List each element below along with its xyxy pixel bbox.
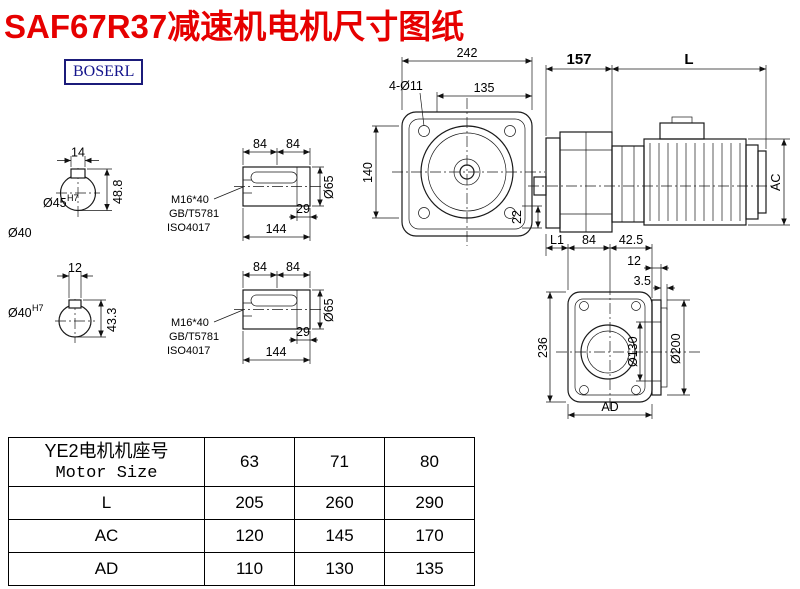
value-AC-63: 120 [204,519,295,553]
header-size-63: 63 [204,437,295,487]
shaft-section-view-2: 12 43.3 Ø40 H7 [8,261,119,343]
dim-29-1: 29 [296,202,310,216]
dim-29-2: 29 [296,325,310,339]
table-row-AC: AC 120 145 170 [8,519,475,553]
label-bore-tolerance-1: H7 [67,193,79,203]
value-AD-80: 135 [384,552,475,586]
dim-AD: AD [601,400,618,414]
table-header-row: YE2电机机座号 Motor Size 63 71 80 [8,437,475,487]
brand-logo: BOSERL [64,59,144,85]
label-bore-tolerance-2: H7 [32,303,44,313]
dim-84a-2: 84 [253,260,267,274]
dim-dia200: Ø200 [669,333,683,364]
row-label-AD: AD [8,552,205,586]
dim-135: 135 [474,81,495,95]
gearbox-bottom-view: L1 84 42.5 12 3.5 Ø130 Ø200 236 AD [536,233,702,419]
value-L-63: 205 [204,486,295,520]
dim-144-2: 144 [266,345,287,359]
dim-84-bottom: 84 [582,233,596,247]
header-size-71: 71 [294,437,385,487]
dim-12-bottom: 12 [627,254,641,268]
header-motor-size-cn: YE2电机机座号 [44,441,169,461]
dim-dia65-2: Ø65 [322,298,336,322]
dim-84b-2: 84 [286,260,300,274]
dim-157: 157 [566,51,591,68]
dim-144-1: 144 [266,222,287,236]
label-standard1-2: GB/T5781 [169,331,219,343]
dim-84a-1: 84 [253,137,267,151]
label-bore-1: Ø45 [43,196,67,210]
header-size-80: 80 [384,437,475,487]
dim-42-5: 42.5 [619,233,643,247]
dim-3-5: 3.5 [634,274,651,288]
label-outer-diameter-1: Ø40 [8,226,32,240]
value-L-80: 290 [384,486,475,520]
header-motor-size-en: Motor Size [55,464,158,483]
dim-22: 22 [510,210,524,224]
dim-keyway-width-1: 14 [71,146,85,160]
value-AD-63: 110 [204,552,295,586]
table-row-L: L 205 260 290 [8,486,475,520]
value-AD-71: 130 [294,552,385,586]
gearbox-front-view: 242 135 4-Ø11 140 22 [361,46,545,246]
table-row-AD: AD 110 130 135 [8,552,475,586]
value-AC-71: 145 [294,519,385,553]
dim-keyway-depth-2: 43.3 [105,308,119,332]
motor-dimension-table: YE2电机机座号 Motor Size 63 71 80 L 205 260 2… [8,437,475,586]
page-title: SAF67R37减速机电机尺寸图纸 [4,8,465,45]
dim-keyway-width-2: 12 [68,261,82,275]
shaft-end-view-2: 84 84 29 144 Ø65 M16*40 GB/T5781 ISO4017 [167,260,336,364]
shaft-end-view-1: 84 84 29 144 Ø65 M16*40 GB/T5781 ISO4017 [167,137,336,241]
dim-242: 242 [457,46,478,60]
shaft-section-view-1: 14 48.8 Ø45 H7 Ø40 [8,146,125,241]
dim-dia65-1: Ø65 [322,175,336,199]
dim-236: 236 [536,337,550,358]
dim-140: 140 [361,162,375,183]
label-standard2-2: ISO4017 [167,345,210,357]
label-standard2-1: ISO4017 [167,222,210,234]
header-motor-size-cell: YE2电机机座号 Motor Size [8,437,205,487]
label-bolt-2: M16*40 [171,317,209,329]
value-L-71: 260 [294,486,385,520]
dim-L1: L1 [550,233,564,247]
brand-logo-text: BOSERL [73,63,135,80]
label-standard1-1: GB/T5781 [169,208,219,220]
dim-AC: AC [769,174,783,191]
label-bore-2: Ø40 [8,306,32,320]
row-label-AC: AC [8,519,205,553]
row-label-L: L [8,486,205,520]
dim-keyway-depth-1: 48.8 [111,180,125,204]
label-bolt-1: M16*40 [171,194,209,206]
dim-L: L [684,51,693,68]
label-bolt-holes: 4-Ø11 [389,79,423,93]
dim-84b-1: 84 [286,137,300,151]
gearbox-motor-side-view: 157 L AC [528,51,790,233]
dim-dia130: Ø130 [626,336,640,367]
value-AC-80: 170 [384,519,475,553]
technical-drawing: 14 48.8 Ø45 H7 Ø40 12 43.3 Ø40 H7 [8,46,790,419]
